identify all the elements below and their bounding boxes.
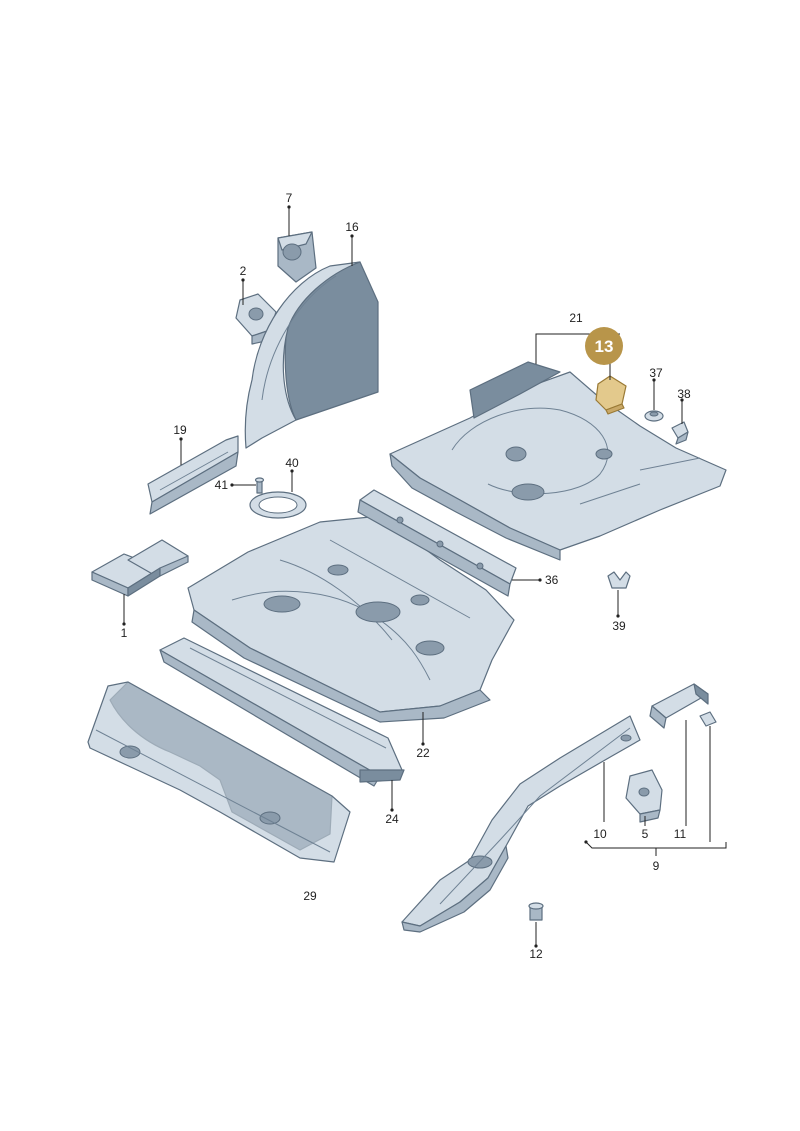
part-21-rear-floor[interactable] [389,361,727,561]
part-19-rail[interactable] [147,435,239,515]
label-13: 13 [595,337,614,356]
part-10-side-member[interactable] [401,715,641,933]
label-1: 1 [121,626,128,640]
label-24: 24 [385,812,399,826]
label-38: 38 [677,387,691,401]
part-9-plate[interactable] [699,711,717,727]
label-16: 16 [345,220,359,234]
callout-labels: 7 2 16 19 40 41 1 22 24 29 36 21 37 38 3… [121,191,691,961]
label-39: 39 [612,619,626,633]
part-7-bracket[interactable] [277,231,317,283]
part-41-bolt[interactable] [254,477,265,494]
part-16-wheelhouse[interactable] [244,261,379,449]
label-22: 22 [416,746,430,760]
part-5-bracket[interactable] [625,769,663,823]
part-22-floor-pan[interactable] [187,515,515,723]
part-39-clip[interactable] [607,571,631,589]
part-11-bracket[interactable] [649,683,709,729]
label-36: 36 [545,573,559,587]
part-36-crossmember[interactable] [357,489,517,597]
label-21: 21 [569,311,583,325]
label-40: 40 [285,456,299,470]
label-9: 9 [653,859,660,873]
part-1-pads[interactable] [91,539,189,597]
part-29-tub[interactable] [87,681,351,863]
label-29: 29 [303,889,317,903]
part-38-clip[interactable] [671,421,689,445]
label-41: 41 [215,478,229,492]
label-10: 10 [593,827,607,841]
label-2: 2 [240,264,247,278]
label-19: 19 [173,423,187,437]
part-12-plug[interactable] [528,902,544,921]
label-5: 5 [642,827,649,841]
part-40-seal[interactable] [249,491,307,519]
part-24-rail[interactable] [159,637,405,787]
part-37-nut[interactable] [644,410,664,422]
part-2-bracket[interactable] [235,293,277,345]
label-11: 11 [674,827,687,841]
highlight-marker-13[interactable]: 13 [585,327,623,365]
leader-dots [122,205,684,948]
label-7: 7 [286,191,293,205]
label-37: 37 [649,366,663,380]
label-12: 12 [529,947,543,961]
